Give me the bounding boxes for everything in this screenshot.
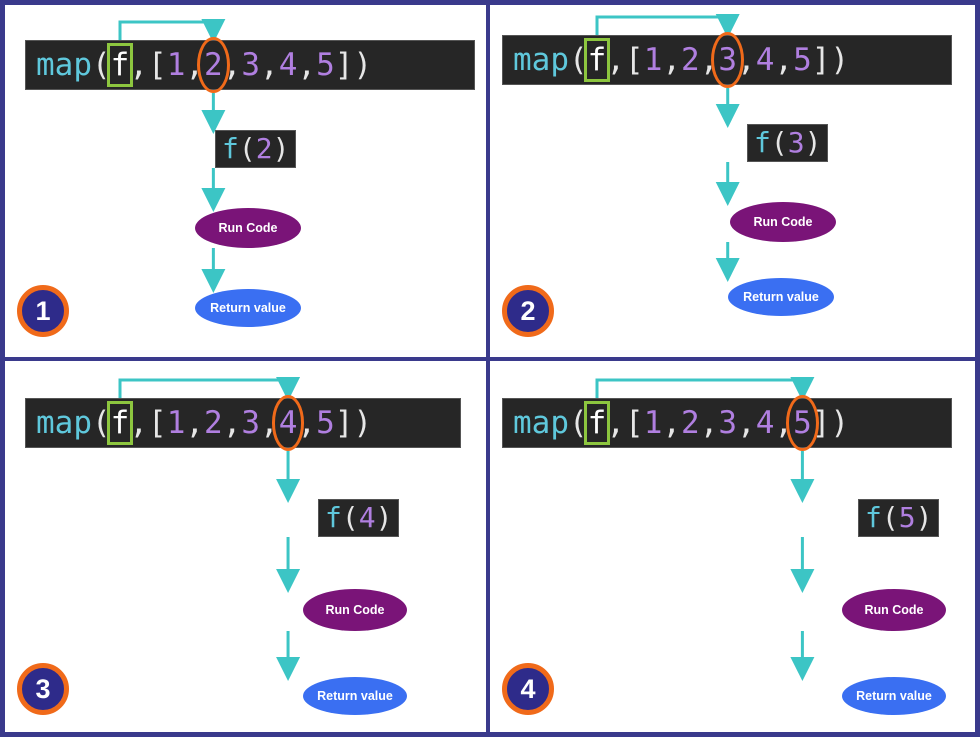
list-element: 1 — [166, 47, 186, 83]
function-call-box: f(2) — [215, 130, 297, 168]
function-call-box: f(3) — [747, 124, 829, 162]
call-close-paren: ) — [915, 501, 933, 534]
separator: , — [129, 405, 149, 441]
list-element: 4 — [278, 47, 298, 83]
call-argument: 5 — [898, 501, 916, 534]
highlighted-element: 3 — [711, 32, 744, 88]
map-function-name: map — [513, 405, 569, 441]
map-function-name: map — [36, 47, 92, 83]
list-element: 2 — [681, 405, 700, 441]
open-paren: ( — [92, 405, 111, 441]
list-element: 3 — [718, 405, 738, 441]
call-open-paren: ( — [341, 501, 359, 534]
step-number-badge: 1 — [17, 285, 69, 337]
vertical-divider — [486, 0, 490, 737]
separator: , — [297, 47, 317, 83]
function-param-highlight: f — [106, 41, 133, 89]
call-function-name: f — [865, 501, 882, 534]
map-function-name: map — [36, 405, 92, 441]
return-value-oval: Return value — [842, 677, 946, 715]
return-value-oval: Return value — [195, 289, 301, 327]
list-element: 5 — [316, 47, 335, 83]
open-paren: ( — [92, 47, 111, 83]
close-bracket-paren: ]) — [811, 42, 850, 78]
function-param-highlight: f — [106, 399, 133, 447]
function-call-box: f(4) — [318, 499, 400, 537]
highlighted-element: 5 — [786, 395, 819, 451]
call-function-name: f — [222, 132, 239, 165]
call-argument: 4 — [358, 501, 376, 534]
open-bracket: [ — [148, 47, 167, 83]
map-code-bar: map(f, [1, 2, 3, 4, 5]) — [25, 395, 461, 451]
call-open-paren: ( — [881, 501, 899, 534]
run-code-oval: Run Code — [730, 202, 836, 242]
close-bracket-paren: ]) — [334, 47, 373, 83]
separator: , — [185, 405, 205, 441]
function-param-highlight: f — [583, 36, 610, 84]
separator: , — [222, 405, 242, 441]
separator: , — [699, 405, 719, 441]
list-element: 1 — [643, 405, 663, 441]
list-element: 3 — [241, 47, 261, 83]
step-number-badge: 3 — [17, 663, 69, 715]
separator: , — [129, 47, 149, 83]
separator: , — [774, 42, 794, 78]
list-element: 5 — [316, 405, 335, 441]
highlighted-element: 4 — [271, 395, 304, 451]
call-close-paren: ) — [804, 126, 822, 159]
separator: , — [606, 42, 626, 78]
list-element: 2 — [681, 42, 700, 78]
separator: , — [606, 405, 626, 441]
return-value-oval: Return value — [728, 278, 834, 316]
map-code-bar: map(f, [1, 2, 3, 4, 5]) — [25, 37, 475, 93]
separator: , — [662, 405, 682, 441]
call-close-paren: ) — [375, 501, 393, 534]
function-param-highlight: f — [583, 399, 610, 447]
horizontal-divider — [0, 357, 980, 361]
open-bracket: [ — [625, 405, 644, 441]
open-paren: ( — [569, 405, 588, 441]
open-bracket: [ — [148, 405, 167, 441]
list-element: 1 — [643, 42, 663, 78]
call-open-paren: ( — [238, 132, 256, 165]
list-element: 2 — [204, 405, 223, 441]
map-code-bar: map(f, [1, 2, 3, 4, 5]) — [502, 395, 952, 451]
close-bracket-paren: ]) — [334, 405, 373, 441]
separator: , — [662, 42, 682, 78]
highlighted-element: 2 — [197, 37, 230, 93]
open-paren: ( — [569, 42, 588, 78]
return-value-oval: Return value — [303, 677, 407, 715]
list-element: 3 — [241, 405, 261, 441]
list-element: 5 — [793, 42, 812, 78]
separator: , — [260, 47, 279, 83]
run-code-oval: Run Code — [842, 589, 946, 631]
list-element: 4 — [755, 405, 775, 441]
call-argument: 3 — [787, 126, 805, 159]
map-function-name: map — [513, 42, 569, 78]
separator: , — [737, 405, 756, 441]
list-element: 1 — [166, 405, 186, 441]
call-function-name: f — [325, 501, 342, 534]
run-code-oval: Run Code — [303, 589, 407, 631]
list-element: 4 — [755, 42, 775, 78]
open-bracket: [ — [625, 42, 644, 78]
call-close-paren: ) — [272, 132, 290, 165]
step-number-badge: 4 — [502, 663, 554, 715]
call-function-name: f — [754, 126, 771, 159]
call-argument: 2 — [255, 132, 273, 165]
step-number-badge: 2 — [502, 285, 554, 337]
call-open-paren: ( — [770, 126, 788, 159]
map-code-bar: map(f, [1, 2, 3, 4, 5]) — [502, 32, 952, 88]
function-call-box: f(5) — [858, 499, 940, 537]
run-code-oval: Run Code — [195, 208, 301, 248]
